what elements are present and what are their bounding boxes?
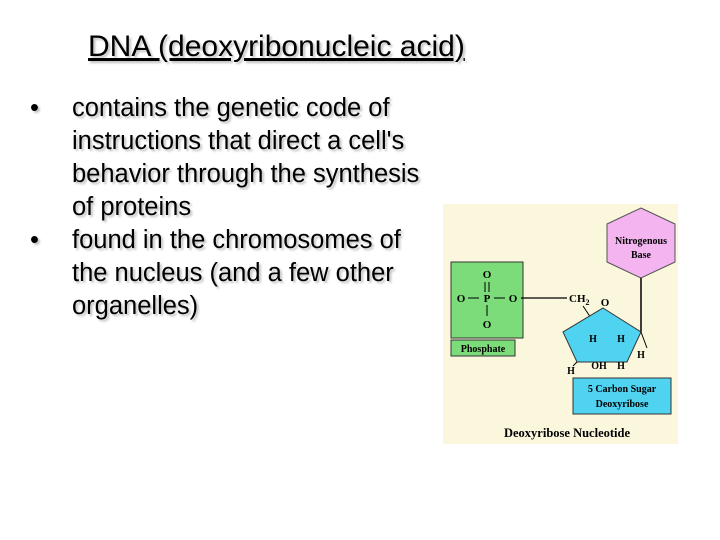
phosphate-o-bottom: O [483,319,492,331]
nucleotide-svg: Nitrogenous Base O O P O O Phosphate CH2… [450,207,676,440]
bullet-item: • found in the chromosomes of the nucleu… [28,224,428,323]
bullet-marker: • [30,226,39,254]
phosphate-label-box [450,339,516,357]
bullet-text: contains the genetic code of instruction… [72,94,420,221]
h-bottom-left-bond [572,361,578,367]
phosphate-o-left: O [457,293,466,305]
phosphate-o-right: O [509,293,518,305]
ring-oxygen: O [601,297,610,309]
bullet-marker: • [30,94,39,122]
h-bottom-right: H [617,361,625,372]
phosphate-p: P [484,293,491,305]
h-bottom-left: H [567,366,575,377]
sugar-label-line2: Deoxyribose [596,399,649,410]
ch2-label: CH2 [569,293,590,307]
slide-title: DNA (deoxyribonucleic acid) [88,30,465,63]
h-far-right: H [637,350,645,361]
base-label-line2: Base [631,250,652,261]
phosphate-label: Phosphate [461,344,506,355]
base-label-line1: Nitrogenous [615,236,667,247]
figure-caption: Deoxyribose Nucleotide [504,426,630,440]
sugar-label-line1: 5 Carbon Sugar [588,384,657,395]
phosphate-box [450,261,524,339]
h-right: H [617,334,625,345]
bullet-item: • contains the genetic code of instructi… [28,92,428,224]
nucleotide-diagram: Nitrogenous Base O O P O O Phosphate CH2… [443,204,678,444]
bullet-text: found in the chromosomes of the nucleus … [72,226,401,320]
h-left: H [589,334,597,345]
phosphate-o-top: O [483,269,492,281]
sugar-label-box [572,377,672,415]
bullet-list: • contains the genetic code of instructi… [28,92,428,323]
h-far-right-bond [640,331,648,349]
oh-group: OH [591,361,607,372]
deoxyribose-ring [562,307,642,363]
